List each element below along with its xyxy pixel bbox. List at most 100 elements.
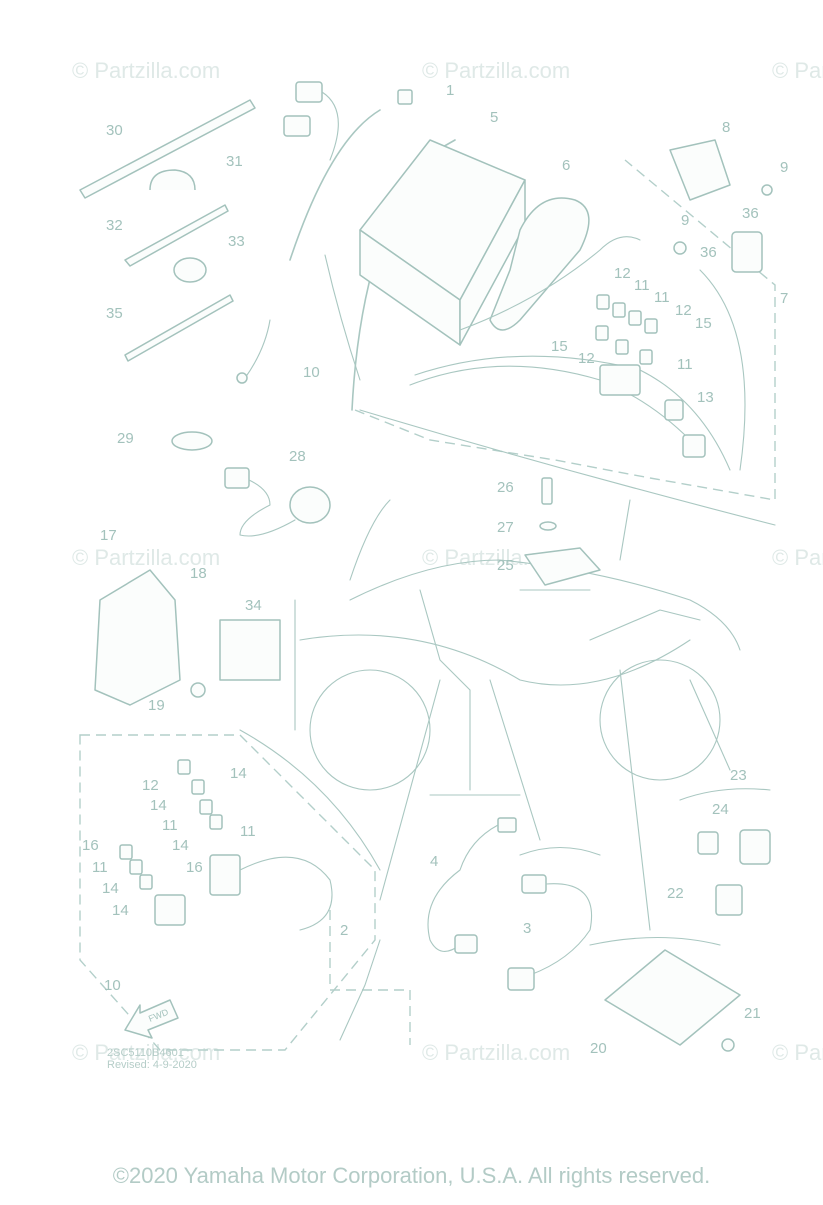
callout-13: 13	[697, 389, 714, 406]
subharness-dashed	[79, 734, 376, 1051]
callout-33: 33	[228, 233, 245, 250]
callout-17: 17	[100, 527, 117, 544]
watermark-8: © Partzilla.com	[422, 1040, 570, 1065]
callout-11: 11	[240, 823, 256, 840]
callout-29: 29	[117, 430, 134, 447]
fuse	[177, 759, 191, 775]
wheel-left	[309, 669, 431, 791]
bracket-20	[589, 936, 721, 946]
callout-9: 9	[780, 159, 788, 176]
fuse	[596, 294, 610, 310]
screw-19	[190, 682, 206, 698]
lower-right-parts	[604, 829, 771, 1052]
pointer-3	[489, 679, 541, 841]
terminal	[236, 372, 248, 384]
callout-27: 27	[497, 519, 514, 536]
harness-curve-top	[289, 109, 381, 261]
sensor-4-wire	[427, 824, 499, 952]
callout-9: 9	[681, 212, 689, 229]
callout-15: 15	[695, 315, 712, 332]
fuse	[612, 302, 626, 318]
sensors-lower	[427, 817, 592, 991]
fuse	[639, 349, 653, 365]
callout-25: 25	[497, 557, 514, 574]
sensor-3-wire	[529, 883, 592, 976]
harness-branch-2	[589, 609, 701, 641]
sensor-plug	[224, 467, 250, 489]
callout-26: 26	[497, 479, 514, 496]
callout-7: 7	[780, 290, 788, 307]
sensor-2-body	[339, 939, 381, 1041]
callout-14: 14	[230, 765, 247, 782]
fuse	[119, 844, 133, 860]
callout-35: 35	[106, 305, 123, 322]
pointer-line	[349, 499, 391, 581]
callout-20: 20	[590, 1040, 607, 1057]
pointer-2	[379, 679, 441, 901]
starter-relay	[731, 231, 763, 273]
battery-box-dashed	[354, 159, 776, 501]
callout-14: 14	[112, 902, 129, 919]
callout-14: 14	[150, 797, 167, 814]
clamp-31	[149, 169, 196, 191]
callout-5: 5	[490, 109, 498, 126]
sensor-2-dashed	[329, 910, 411, 1045]
fuses	[595, 294, 658, 365]
wire-3	[459, 236, 641, 331]
bolt-21	[721, 1038, 735, 1052]
fuse	[628, 310, 642, 326]
top-plugs	[283, 81, 413, 161]
callout-2: 2	[340, 922, 348, 939]
fuse	[644, 318, 658, 334]
callout-4: 4	[430, 853, 438, 870]
cable-ties	[79, 99, 256, 451]
fuse-box-lower	[154, 894, 186, 926]
sub-wire	[239, 856, 333, 931]
clamp-1	[397, 89, 413, 105]
sensor-28	[224, 467, 331, 537]
ecu-body	[94, 569, 181, 706]
callout-6: 6	[562, 157, 570, 174]
relay-23	[739, 829, 771, 865]
callout-11: 11	[677, 356, 693, 373]
callout-14: 14	[102, 880, 119, 897]
copyright-notice: ©2020 Yamaha Motor Corporation, U.S.A. A…	[112, 1163, 711, 1188]
bolt-26	[541, 477, 553, 505]
callout-28: 28	[289, 448, 306, 465]
ground-cable	[324, 254, 361, 381]
plug	[295, 81, 323, 103]
wire-4	[699, 269, 746, 471]
callout-36: 36	[742, 205, 759, 222]
bracket-3	[519, 846, 601, 856]
watermark-7: © Partzilla.com	[72, 1040, 220, 1065]
bracket-body	[524, 547, 601, 586]
fwd-arrow-icon	[124, 999, 179, 1039]
callout-3: 3	[523, 920, 531, 937]
pointer-20	[619, 669, 651, 931]
bracket-25	[519, 477, 601, 591]
callout-18: 18	[190, 565, 207, 582]
sensor-3-plug	[521, 874, 547, 894]
plug-wire	[321, 91, 339, 161]
callout-11: 11	[92, 859, 108, 876]
cdi-unit	[604, 949, 741, 1046]
callout-12: 12	[675, 302, 692, 319]
pointer-line-3	[239, 729, 381, 871]
pointer-23	[689, 679, 731, 771]
callout-12: 12	[578, 350, 595, 367]
callout-15: 15	[551, 338, 568, 355]
watermark-9: © Partzilla.com	[772, 1040, 823, 1065]
bracket-23	[679, 788, 771, 801]
pointer-line-2	[619, 499, 631, 561]
fuse	[615, 339, 629, 355]
callout-12: 12	[614, 265, 631, 282]
watermarks: © Partzilla.com © Partzilla.com © Partzi…	[72, 58, 823, 1065]
callout-11: 11	[634, 277, 650, 294]
callout-30: 30	[106, 122, 123, 139]
grommet-29	[171, 431, 213, 451]
fuse	[139, 874, 153, 890]
sensor-wire	[239, 479, 296, 537]
fuse-box	[669, 139, 731, 201]
